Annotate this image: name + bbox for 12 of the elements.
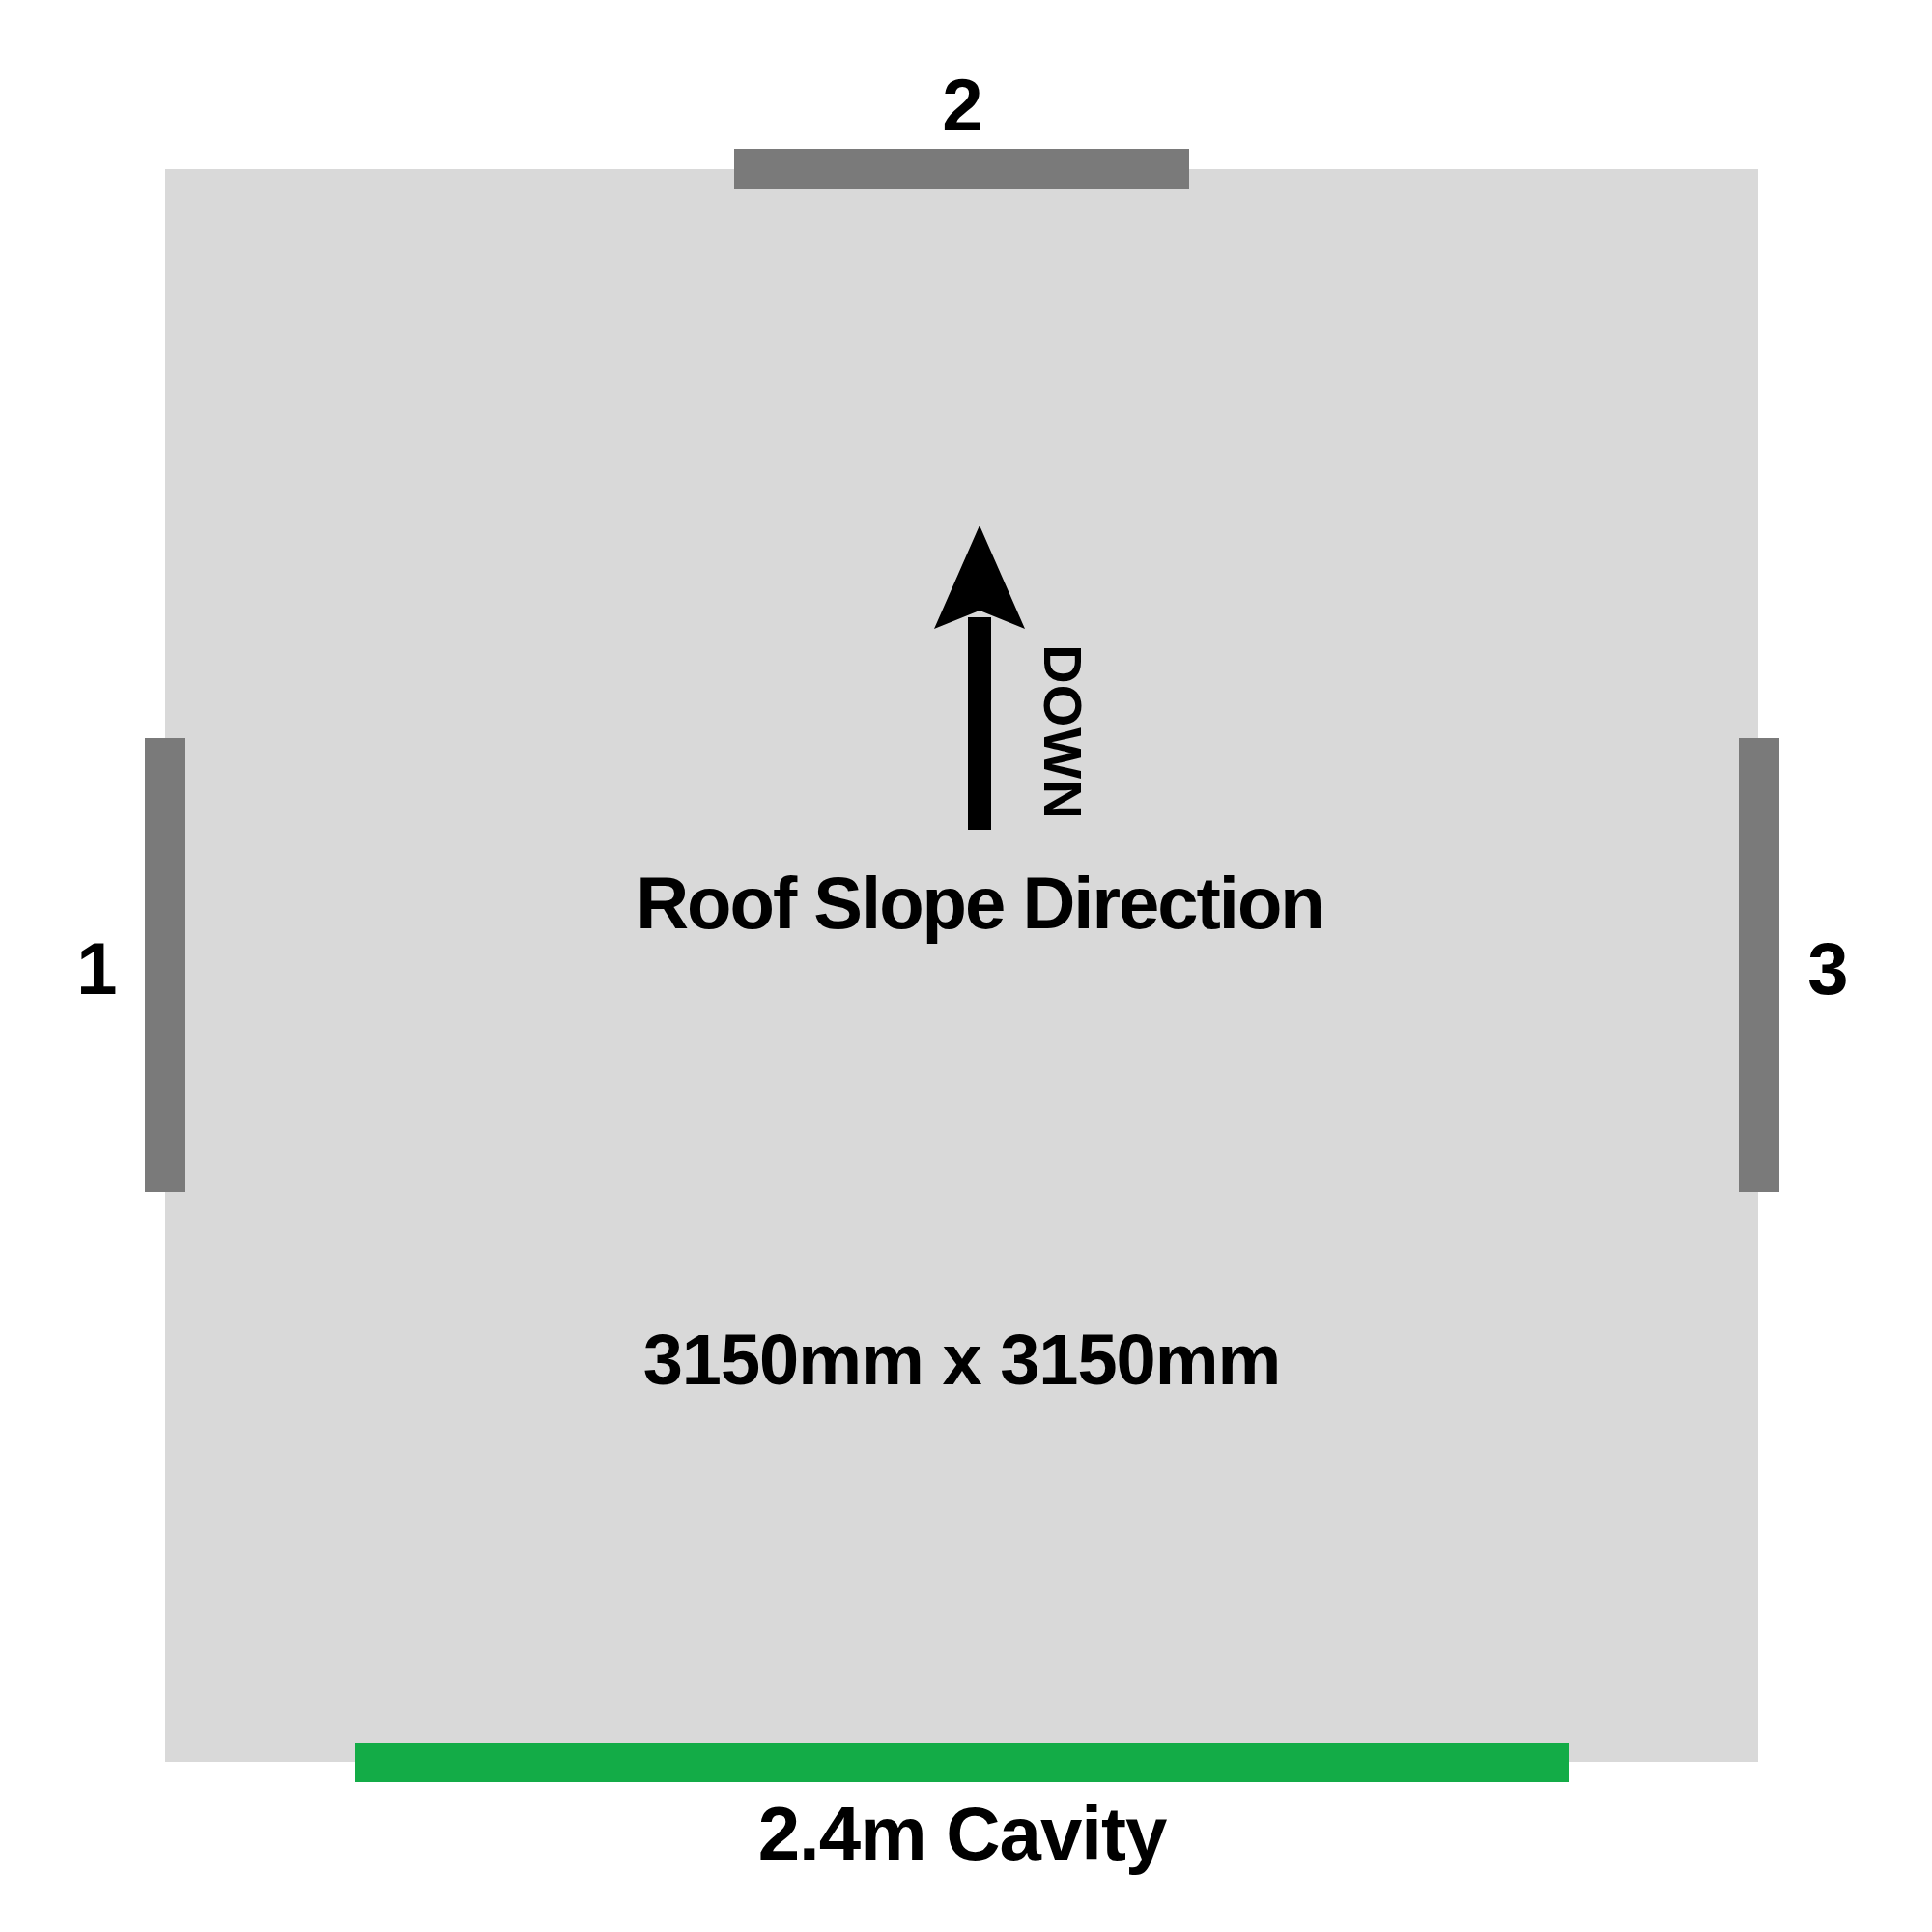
room-size-text: 3150mm x 3150mm <box>641 1319 1282 1401</box>
opening-number: 1 <box>76 925 117 1010</box>
slope-label: Roof Slope Direction <box>636 860 1323 945</box>
opening-number: 2 <box>942 62 982 147</box>
room-floor-plan <box>165 169 1758 1762</box>
opening-number: 3 <box>1807 925 1848 1010</box>
cavity-opening-bar <box>355 1743 1569 1782</box>
wall-opening-bar <box>145 738 185 1192</box>
cavity-label: 2.4m Cavity <box>757 1789 1167 1878</box>
wall-opening-bar <box>734 149 1189 189</box>
wall-opening-bar <box>1739 738 1779 1192</box>
direction-label: DOWN <box>1031 644 1094 820</box>
